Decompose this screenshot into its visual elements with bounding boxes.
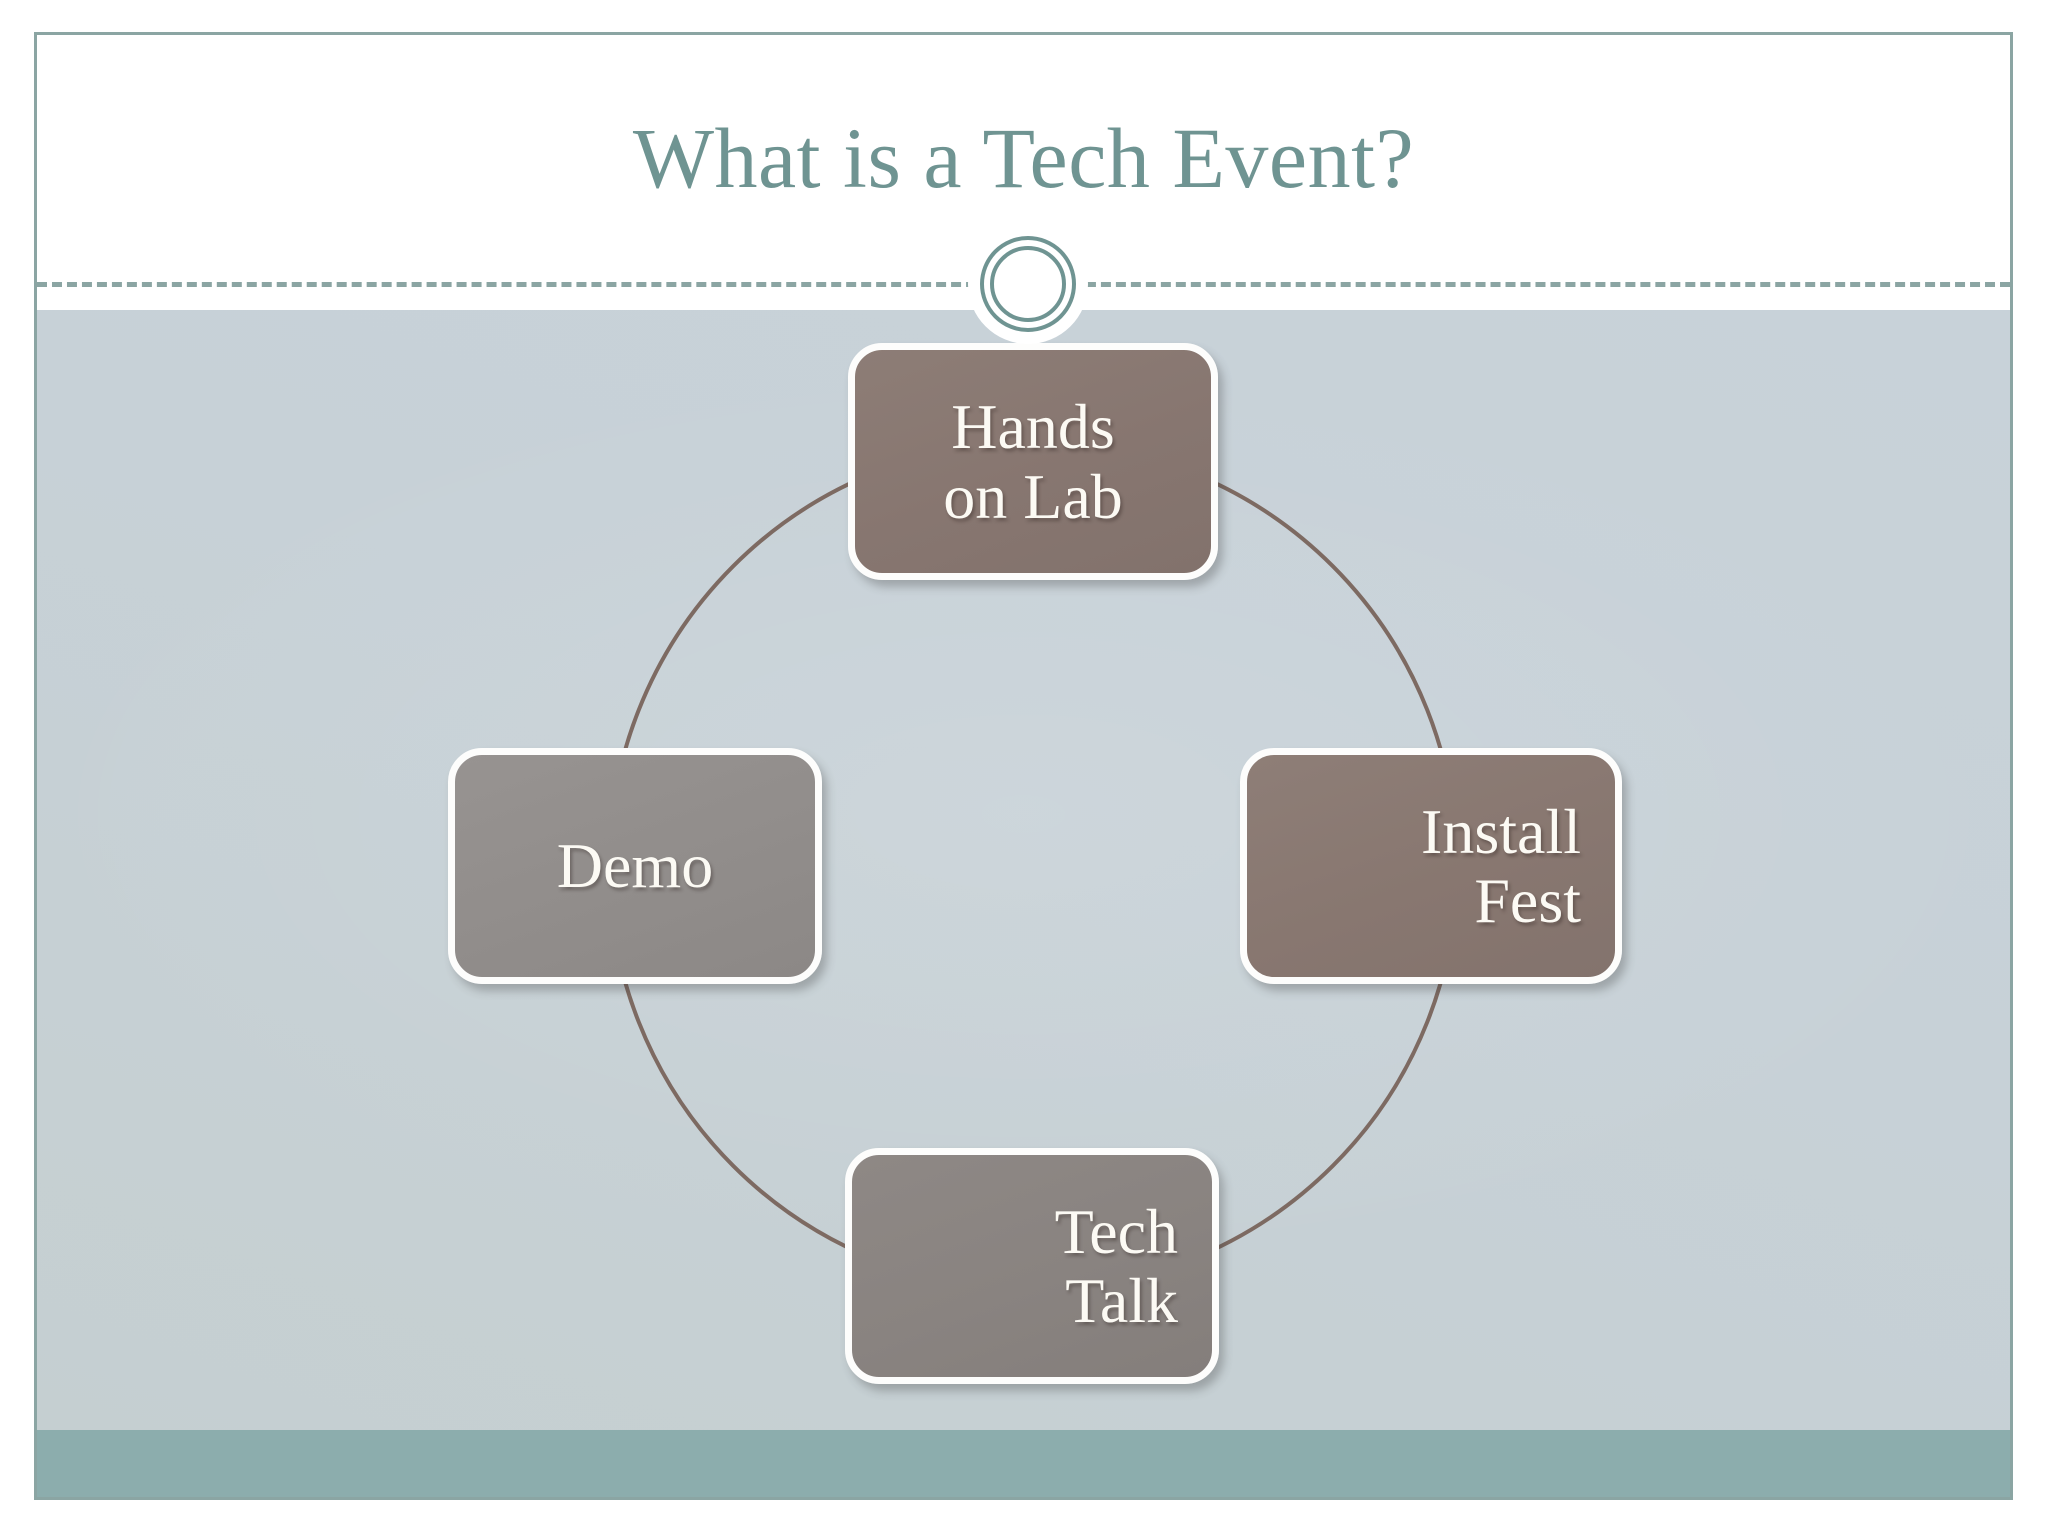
page-title: What is a Tech Event? xyxy=(632,110,1415,206)
node-demo[interactable]: Demo xyxy=(448,748,822,984)
ornament-inner-ring xyxy=(990,246,1066,322)
node-label: Tech Talk xyxy=(1054,1195,1178,1336)
ornament-outer-ring xyxy=(980,236,1076,332)
node-label: Install Fest xyxy=(1421,795,1581,936)
node-label: Demo xyxy=(556,830,714,902)
footer-band xyxy=(37,1430,2010,1497)
cycle-diagram: Hands on Lab Install Fest Tech Talk Demo xyxy=(37,310,2010,1430)
node-hands-on-lab[interactable]: Hands on Lab xyxy=(848,343,1218,580)
double-ring-circle-icon xyxy=(968,224,1088,344)
node-install-fest[interactable]: Install Fest xyxy=(1240,748,1622,984)
node-label: Hands on Lab xyxy=(943,391,1123,532)
node-tech-talk[interactable]: Tech Talk xyxy=(845,1148,1219,1384)
